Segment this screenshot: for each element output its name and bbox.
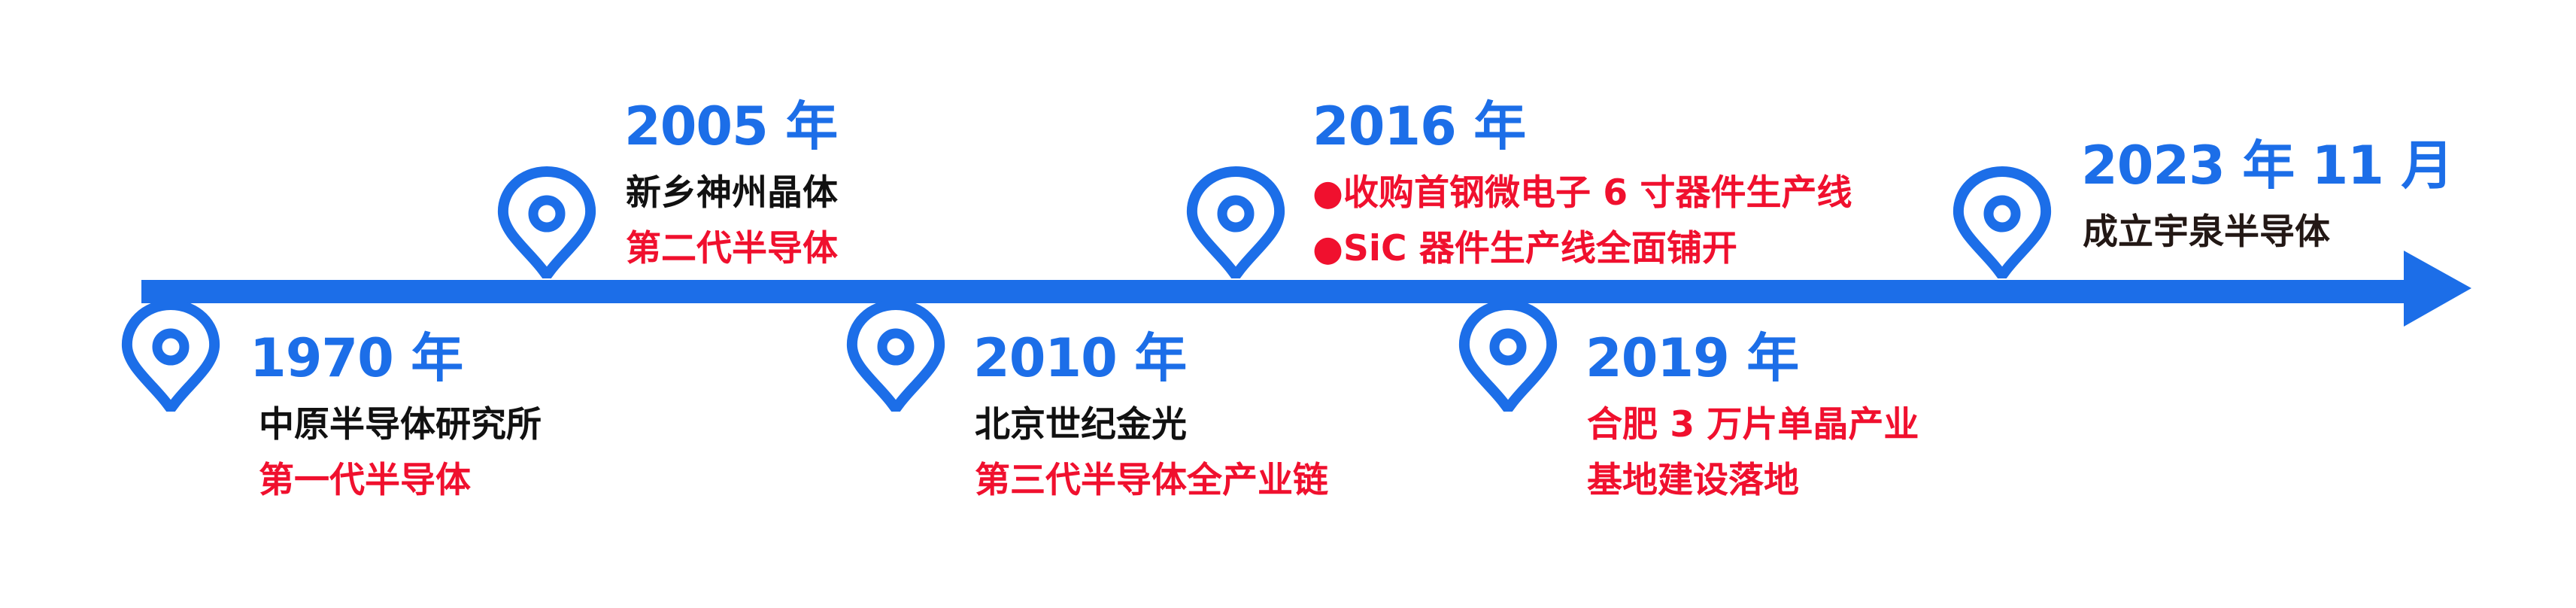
arrow-right-icon [2404, 251, 2471, 327]
event-year: 2005 年 [624, 96, 838, 157]
location-pin-icon-2010 [846, 299, 945, 412]
event-highlight: 第三代半导体全产业链 [975, 460, 1328, 501]
event-highlight: 第二代半导体 [626, 228, 838, 269]
event-year: 2019 年 [1585, 327, 1799, 389]
event-org: 新乡神州晶体 [626, 172, 838, 214]
event-year: 2023 年 11 月 [2081, 135, 2453, 196]
event-year: 2010 年 [973, 327, 1187, 389]
event-org: 北京世纪金光 [975, 404, 1187, 445]
event-highlight: 合肥 3 万片单晶产业 [1587, 404, 1919, 445]
event-highlight: 第一代半导体 [259, 460, 471, 501]
event-org: 成立宇泉半导体 [2083, 211, 2330, 253]
timeline-event-1970: 1970 年 中原半导体研究所 第一代半导体 [250, 328, 542, 509]
event-year: 1970 年 [250, 327, 463, 389]
event-bullet: ●收购首钢微电子 6 寸器件生产线 [1312, 172, 1852, 214]
timeline-axis [141, 280, 2407, 303]
timeline-event-2019: 2019 年 合肥 3 万片单晶产业 基地建设落地 [1585, 328, 1919, 509]
event-highlight: 基地建设落地 [1587, 460, 1799, 501]
event-year: 2016 年 [1312, 96, 1526, 157]
location-pin-icon-2023 [1952, 166, 2052, 278]
location-pin-icon-2019 [1458, 299, 1558, 412]
location-pin-icon-1970 [121, 299, 220, 412]
timeline-event-2023: 2023 年 11 月 成立宇泉半导体 [2081, 135, 2453, 260]
timeline-event-2016: 2016 年 ●收购首钢微电子 6 寸器件生产线 ●SiC 器件生产线全面铺开 [1312, 96, 1852, 277]
location-pin-icon-2005 [497, 166, 596, 278]
event-org: 中原半导体研究所 [259, 404, 542, 445]
timeline-event-2010: 2010 年 北京世纪金光 第三代半导体全产业链 [973, 328, 1328, 509]
event-bullet: ●SiC 器件生产线全面铺开 [1312, 228, 1737, 269]
location-pin-icon-2016 [1186, 166, 1285, 278]
timeline-event-2005: 2005 年 新乡神州晶体 第二代半导体 [624, 96, 838, 277]
